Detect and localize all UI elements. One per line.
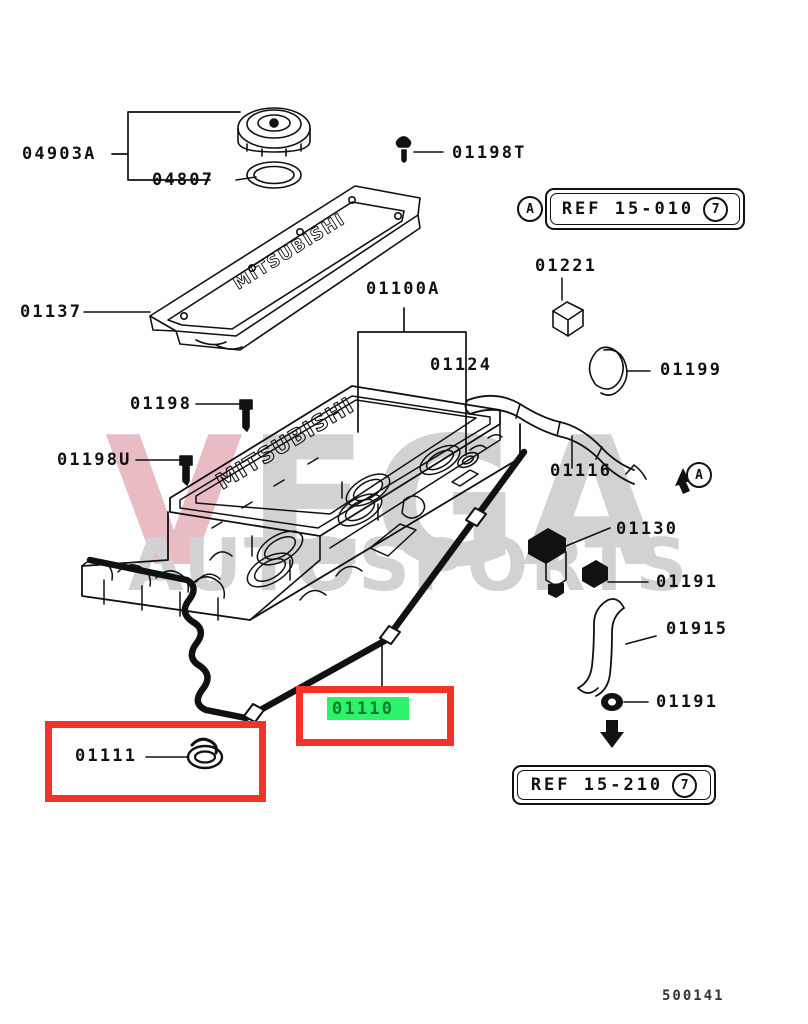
bolt-01198U-art [135,455,193,486]
bracket-01100A-art [357,307,467,456]
oil-filler-cap-art [237,107,311,157]
highlight-box-01110 [296,686,454,746]
ref-block-15-010: REF 15-010 7 [545,188,745,230]
label-01199: 01199 [660,360,723,380]
seal-01199-art [588,346,651,396]
label-01221: 01221 [535,256,598,276]
label-04807: 04807 [152,170,215,190]
grommet-01111-art [145,737,224,770]
ref-15-210-circle-number: 7 [672,772,698,798]
svg-text:MITSUBISHI: MITSUBISHI [212,393,359,495]
oil-cap-seal-art [246,161,302,189]
label-01111: 01111 [75,746,138,766]
hose-01915-art [577,598,657,697]
breather-hose-01116-art [464,394,647,485]
washer-01191-lower-art [601,693,649,711]
label-01116: 01116 [550,461,613,481]
label-01137: 01137 [20,302,83,322]
label-01198T: 01198T [452,143,527,163]
label-01110: 01110 [332,699,395,719]
label-01198: 01198 [130,394,193,414]
ornament-cover-01137-art: MITSUBISHI [149,185,421,351]
label-01191-upper: 01191 [656,572,719,592]
label-01130: 01130 [616,519,679,539]
ref-block-15-210: REF 15-210 7 [512,765,716,805]
bolt-01198-art [195,399,253,432]
label-01191-lower: 01191 [656,692,719,712]
label-01915: 01915 [666,619,729,639]
ref-15-210-text: REF 15-210 [530,775,664,795]
highlight-box-01111 [45,721,266,802]
bolt-01198T-art [395,136,444,163]
ref-15-010-text: REF 15-010 [561,199,695,219]
pcv-valve-01130-art [528,527,611,598]
ref-15-010-circle-number: 7 [703,196,729,222]
svg-text:MITSUBISHI: MITSUBISHI [230,209,349,294]
clip-01221-art [552,277,584,337]
drawing-code: 500141 [662,988,725,1004]
marker-circle-a-top: A [517,196,543,222]
arrow-down-to-ref-15-210 [600,720,624,748]
label-01124: 01124 [430,355,493,375]
washer-01191-upper-art [582,560,649,588]
rocker-cover-gasket-01110-art [86,448,528,722]
marker-circle-a-mid: A [686,462,712,488]
label-01100A: 01100A [366,279,441,299]
rocker-cover-main-art: MITSUBISHI [81,385,521,621]
gasket-eyelets [243,507,487,723]
label-01198U: 01198U [57,450,132,470]
green-highlight-01110 [327,697,409,720]
label-04903A: 04903A [22,144,97,164]
